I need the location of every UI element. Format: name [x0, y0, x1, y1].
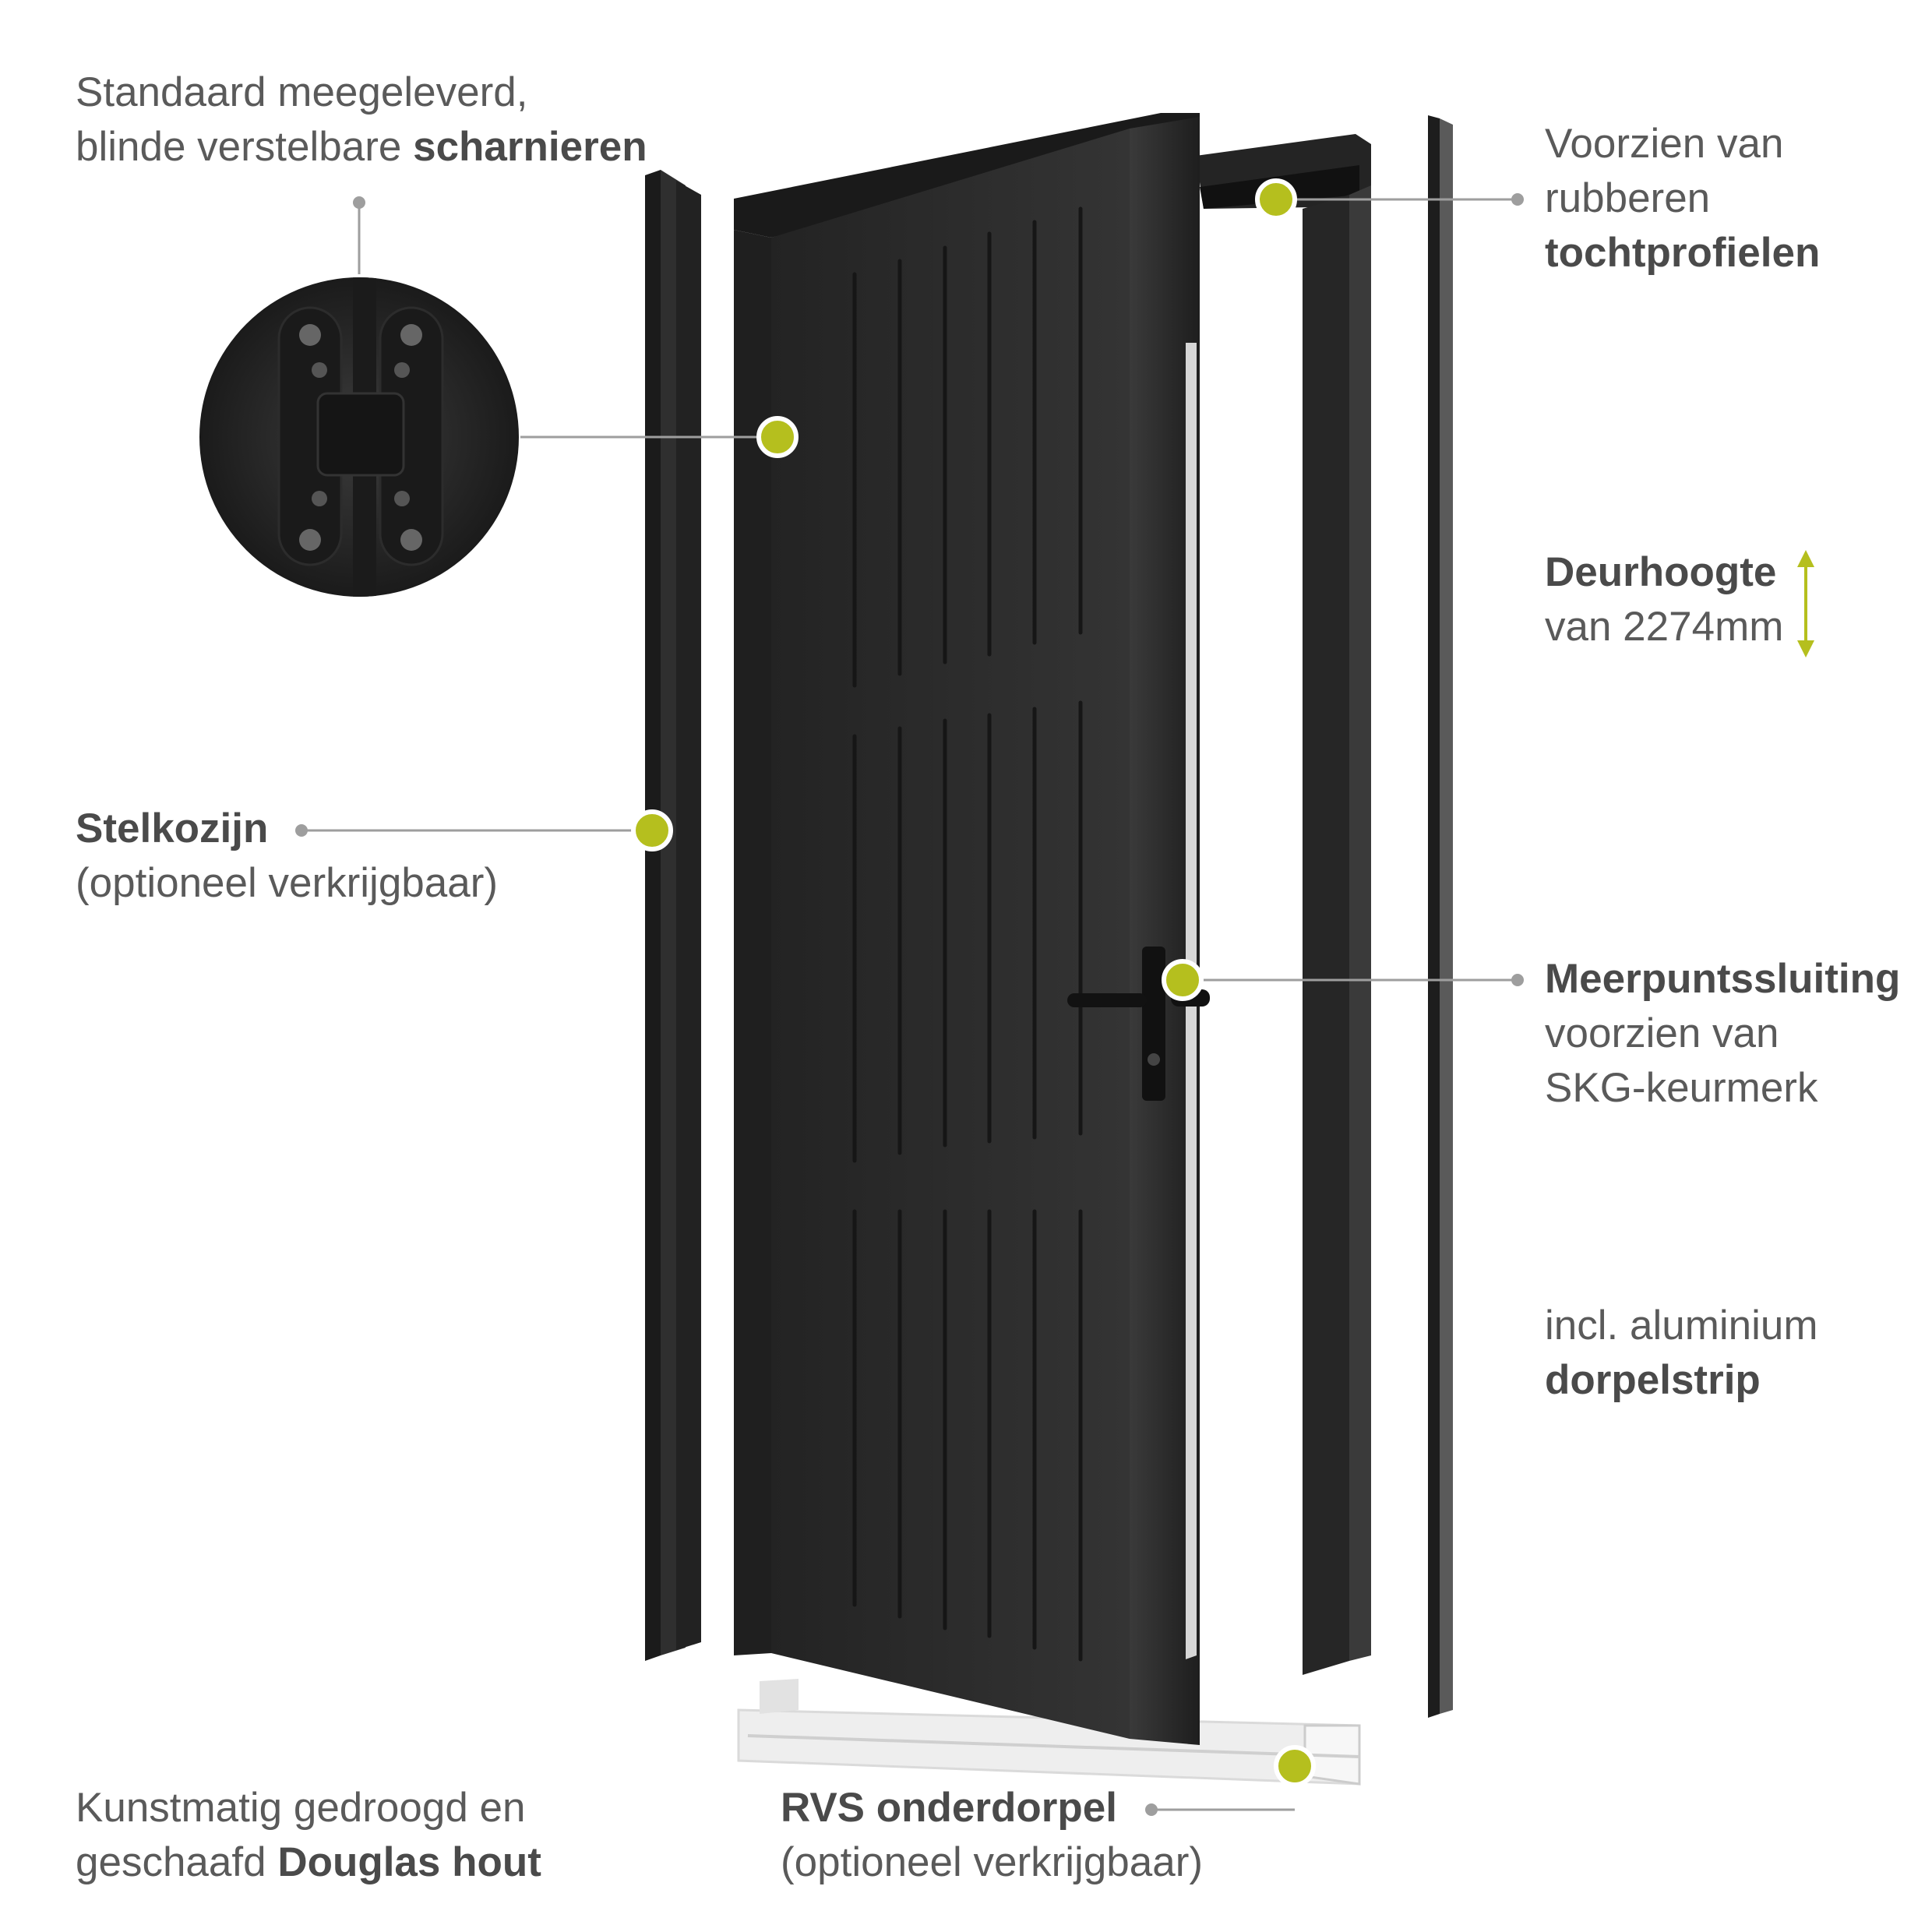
door-leaf: [734, 113, 1210, 1745]
height-bold: Deurhoogte: [1545, 549, 1777, 595]
left-frame-post: [645, 170, 701, 1661]
sill-bold: RVS onderdorpel: [781, 1785, 1117, 1831]
hotspot-dot-icon: [756, 416, 799, 458]
wood-bold: Douglas hout: [277, 1839, 541, 1885]
hinge-detail-image: [199, 277, 519, 597]
wood-line2: geschaafd: [76, 1839, 278, 1885]
hotspot-dot-icon: [1255, 178, 1297, 220]
label-lock: Meerpuntssluiting voorzien van SKG-keurm…: [1545, 952, 1900, 1116]
hinges-line1: Standaard meegeleverd,: [76, 69, 528, 115]
far-right-post: [1428, 115, 1453, 1718]
hinges-line2: blinde verstelbare: [76, 124, 414, 170]
label-hinges: Standaard meegeleverd, blinde verstelbar…: [76, 65, 647, 175]
sill-note: (optioneel verkrijgbaar): [781, 1839, 1204, 1885]
hotspot-dot-icon: [1162, 959, 1204, 1001]
right-frame-post: [1303, 185, 1371, 1675]
draft-line2: rubberen: [1545, 175, 1711, 221]
draft-line1: Voorzien van: [1545, 121, 1784, 167]
double-arrow-vertical-icon: [1797, 550, 1814, 658]
strip-line1: incl. aluminium: [1545, 1303, 1818, 1349]
lock-line3: SKG-keurmerk: [1545, 1065, 1818, 1111]
draft-bold: tochtprofielen: [1545, 230, 1821, 276]
strip-bold: dorpelstrip: [1545, 1357, 1761, 1403]
lock-line2: voorzien van: [1545, 1010, 1779, 1056]
leader-end-dots: [295, 193, 1524, 1816]
label-wood: Kunstmatig gedroogd en geschaafd Douglas…: [76, 1781, 541, 1890]
height-value: van 2274mm: [1545, 604, 1784, 650]
frame-bold: Stelkozijn: [76, 806, 269, 851]
hinges-bold: scharnieren: [413, 124, 647, 170]
label-frame: Stelkozijn (optioneel verkrijgbaar): [76, 802, 498, 911]
label-draft: Voorzien van rubberen tochtprofielen: [1545, 117, 1820, 280]
hotspots: [631, 178, 1316, 1787]
label-sill: RVS onderdorpel (optioneel verkrijgbaar): [781, 1781, 1203, 1890]
frame-note: (optioneel verkrijgbaar): [76, 860, 499, 906]
hotspot-dot-icon: [1274, 1745, 1316, 1787]
label-strip: incl. aluminium dorpelstrip: [1545, 1299, 1818, 1408]
wood-line1: Kunstmatig gedroogd en: [76, 1785, 526, 1831]
leader-lines: [301, 198, 1518, 1811]
label-height: Deurhoogte van 2274mm: [1545, 545, 1783, 654]
hotspot-dot-icon: [631, 809, 673, 851]
lock-bold: Meerpuntssluiting: [1545, 956, 1901, 1002]
